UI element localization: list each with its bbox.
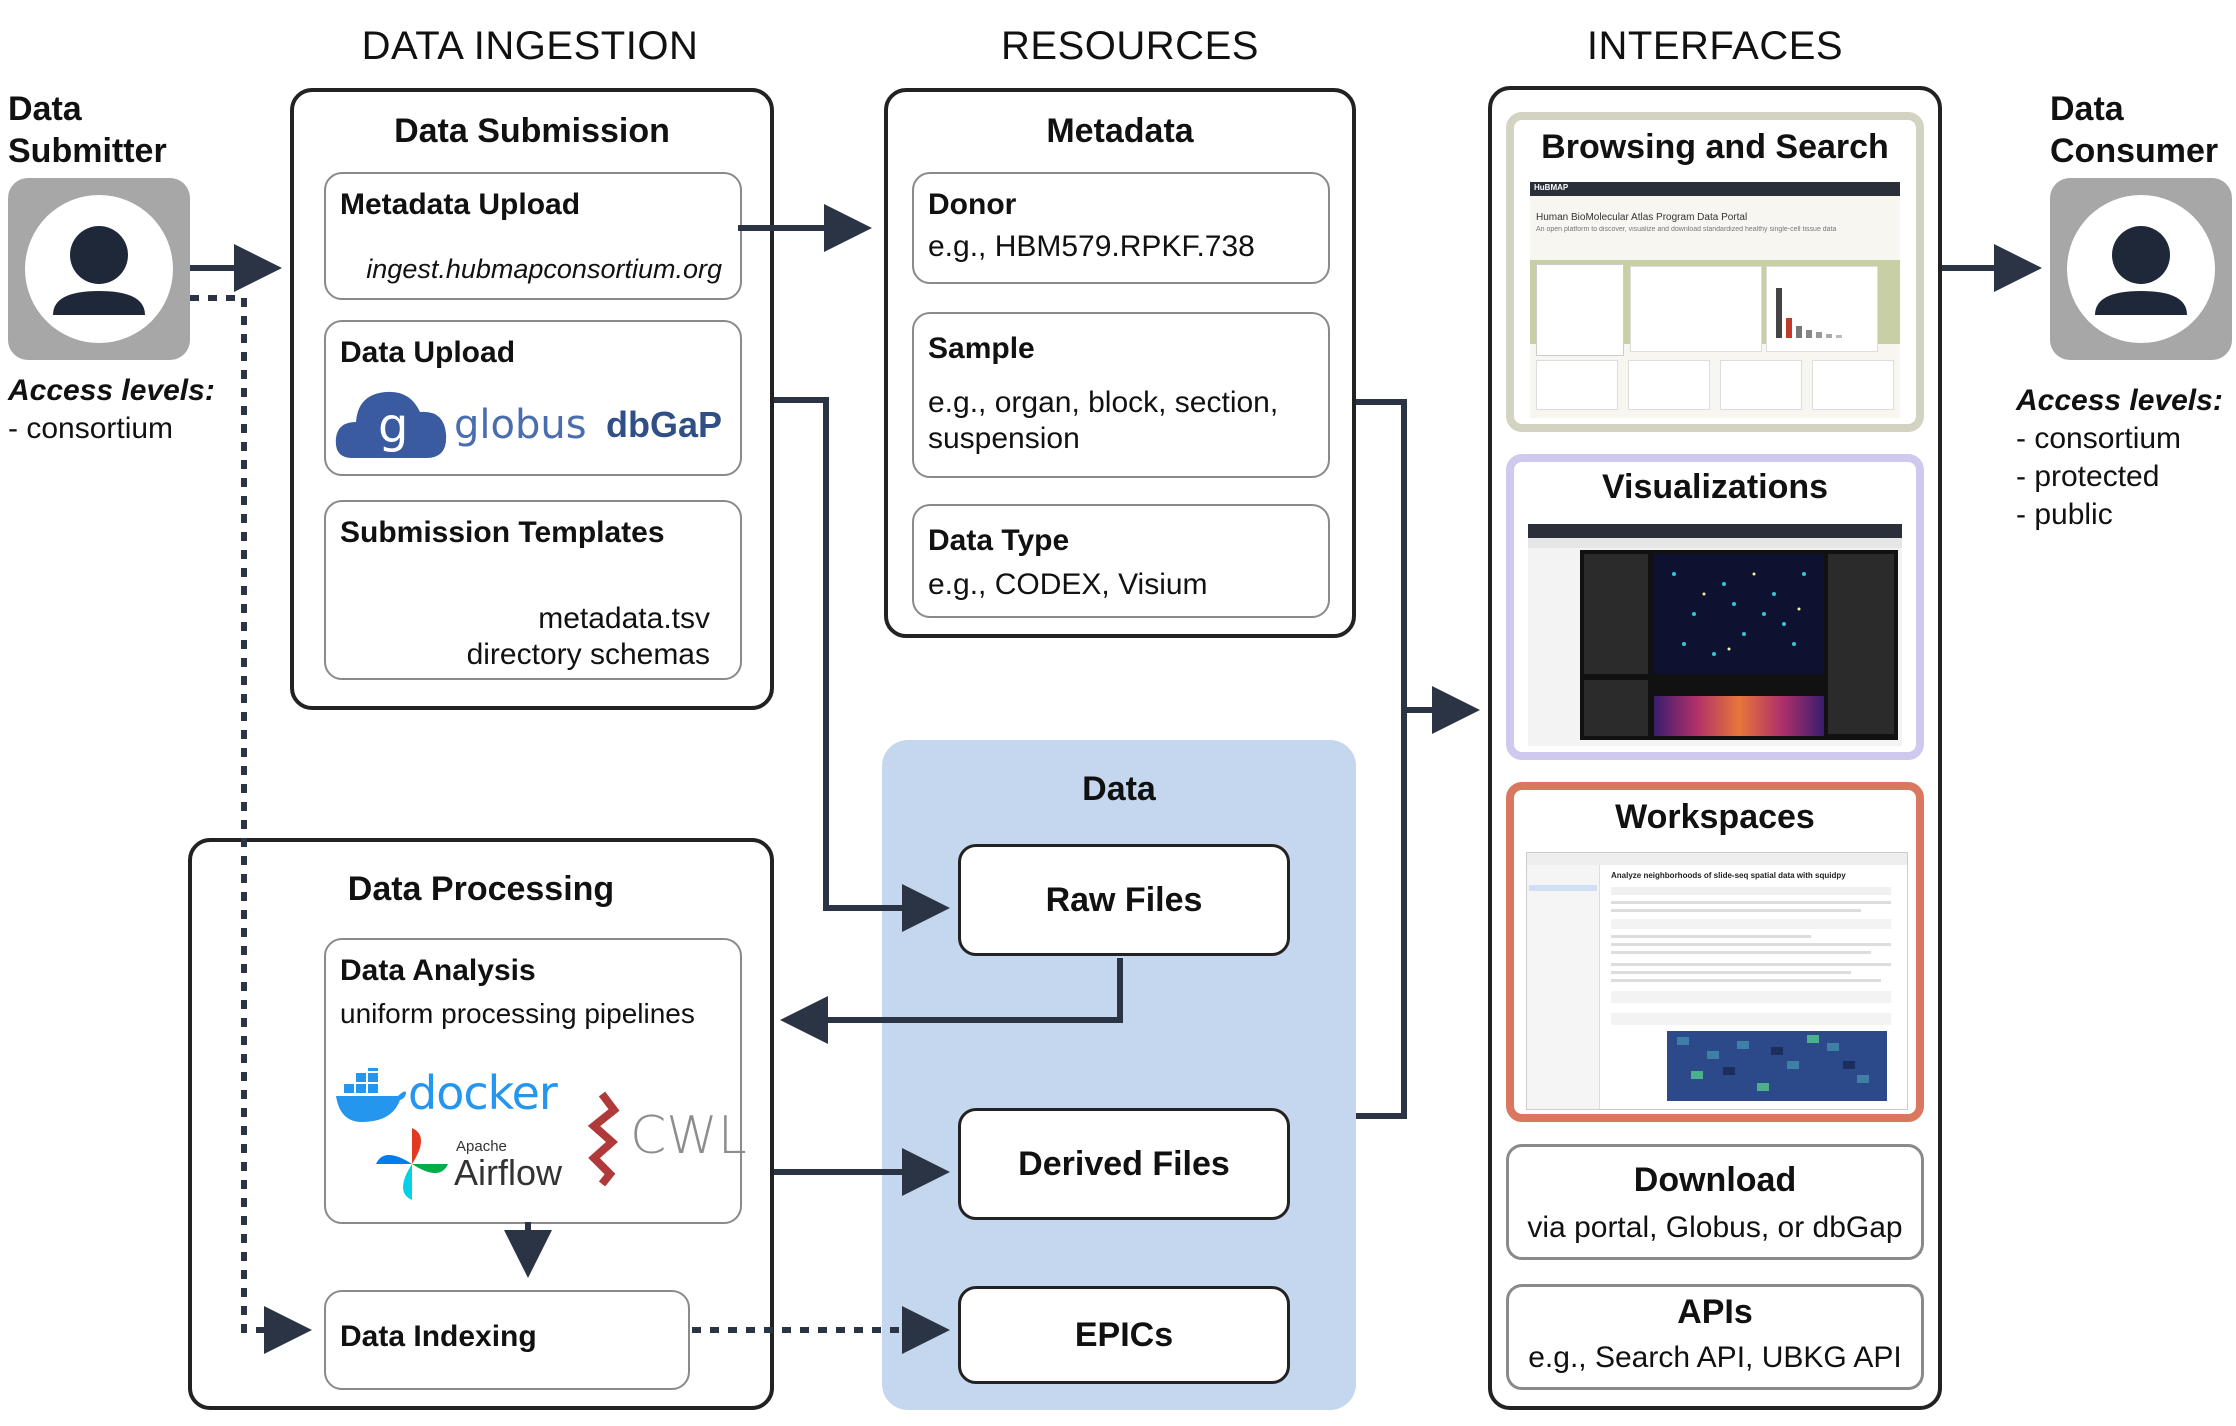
donor-box: Donor e.g., HBM579.RPKF.738 (912, 172, 1330, 284)
metadata-upload-url: ingest.hubmapconsortium.org (366, 254, 722, 284)
sample-title: Sample (928, 332, 1035, 365)
browsing-search-box: Browsing and Search HuBMAP Human BioMole… (1506, 112, 1924, 432)
sample-example-line2: suspension (928, 422, 1080, 455)
sample-box: Sample e.g., organ, block, section, susp… (912, 312, 1330, 478)
cwl-icon (587, 1091, 620, 1186)
submission-templates-box: Submission Templates metadata.tsv direct… (324, 500, 742, 680)
visualizations-title: Visualizations (1601, 468, 1829, 506)
apis-title: APIs (1677, 1293, 1753, 1331)
workspaces-thumb-heading: Analyze neighborhoods of slide-seq spati… (1611, 871, 1846, 880)
data-analysis-subtitle: uniform processing pipelines (340, 998, 695, 1029)
data-indexing-title: Data Indexing (340, 1320, 537, 1353)
globus-cloud-icon: g (335, 391, 447, 458)
column-title-interfaces: INTERFACES (1586, 24, 1844, 68)
data-analysis-title: Data Analysis (340, 954, 536, 987)
data-type-box: Data Type e.g., CODEX, Visium (912, 504, 1330, 618)
submitter-avatar (8, 178, 190, 360)
data-submission-box: Data Submission Metadata Upload ingest.h… (290, 88, 774, 710)
browsing-search-title: Browsing and Search (1541, 128, 1889, 166)
templates-line1: metadata.tsv (538, 602, 710, 635)
submitter-access: Access levels: - consortium (8, 374, 215, 445)
data-indexing-box: Data Indexing (324, 1290, 690, 1390)
apis-subtitle: e.g., Search API, UBKG API (1528, 1341, 1902, 1374)
metadata-upload-box: Metadata Upload ingest.hubmapconsortium.… (324, 172, 742, 300)
docker-whale-icon (336, 1068, 406, 1122)
connector-metadata-to-bus (1356, 399, 1407, 1119)
consumer-access: Access levels: - consortium - protected … (2016, 384, 2223, 531)
donor-title: Donor (928, 188, 1017, 221)
data-processing-box: Data Processing Data Analysis uniform pr… (188, 838, 774, 1410)
data-type-example: e.g., CODEX, Visium (928, 568, 1208, 601)
metadata-upload-title: Metadata Upload (340, 188, 581, 221)
dbgap-wordmark: dbGaP (606, 404, 723, 445)
user-icon (53, 226, 145, 315)
column-title-resources: RESOURCES (1001, 24, 1259, 68)
consumer-avatar (2050, 178, 2232, 360)
download-title: Download (1633, 1161, 1797, 1199)
consumer-label: Data Consumer (2050, 90, 2219, 170)
data-analysis-box: Data Analysis uniform processing pipelin… (324, 938, 747, 1224)
airflow-apache-label: Apache (456, 1138, 507, 1155)
airflow-pinwheel-icon (376, 1128, 448, 1200)
epics-box: EPICs (958, 1286, 1290, 1384)
templates-line2: directory schemas (466, 638, 710, 671)
svg-text:g: g (378, 398, 408, 454)
visualizations-thumbnail (1528, 524, 1902, 746)
derived-files-box: Derived Files (958, 1108, 1290, 1220)
docker-wordmark: docker (408, 1066, 558, 1120)
data-submission-title: Data Submission (394, 112, 670, 150)
data-upload-title: Data Upload (340, 336, 516, 369)
airflow-wordmark: Airflow (454, 1152, 563, 1193)
column-title-ingestion: DATA INGESTION (361, 24, 699, 68)
apis-box: APIs e.g., Search API, UBKG API (1506, 1284, 1924, 1390)
submitter-label: Data Submitter (8, 90, 167, 170)
data-panel-title: Data (1082, 770, 1156, 808)
download-subtitle: via portal, Globus, or dbGap (1527, 1211, 1903, 1244)
globus-wordmark: globus (454, 402, 587, 448)
metadata-title: Metadata (1046, 112, 1194, 150)
browsing-thumb-subtitle: An open platform to discover, visualize … (1536, 226, 1837, 233)
visualizations-box: Visualizations (1506, 454, 1924, 760)
cwl-wordmark: CWL (630, 1106, 747, 1166)
browsing-thumb-title: Human BioMolecular Atlas Program Data Po… (1536, 212, 1748, 223)
sample-example-line1: e.g., organ, block, section, (928, 386, 1279, 419)
data-upload-box: Data Upload g globus dbGaP (324, 320, 742, 476)
browsing-thumb-brand: HuBMAP (1534, 183, 1569, 192)
templates-title: Submission Templates (340, 516, 665, 549)
user-icon (2095, 226, 2187, 315)
donor-example: e.g., HBM579.RPKF.738 (928, 230, 1255, 263)
raw-files-box: Raw Files (958, 844, 1290, 956)
download-box: Download via portal, Globus, or dbGap (1506, 1144, 1924, 1260)
workspaces-box: Workspaces Analyze neighborhoods of slid… (1506, 782, 1924, 1122)
workspaces-title: Workspaces (1615, 798, 1815, 836)
workspaces-thumbnail: Analyze neighborhoods of slide-seq spati… (1526, 852, 1908, 1110)
data-type-title: Data Type (928, 524, 1070, 557)
metadata-box: Metadata Donor e.g., HBM579.RPKF.738 Sam… (884, 88, 1356, 638)
browsing-thumbnail: HuBMAP Human BioMolecular Atlas Program … (1530, 182, 1900, 418)
data-processing-title: Data Processing (347, 870, 615, 908)
